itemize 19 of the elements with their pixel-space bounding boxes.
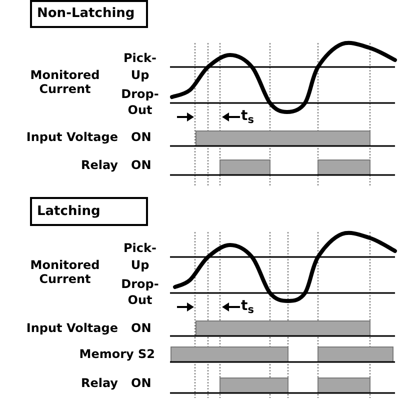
signal-label: Input Voltage [26, 130, 118, 144]
signal-label: Monitored Current [29, 68, 101, 96]
state-label: ON [131, 130, 152, 144]
signal-label: Monitored Current [29, 258, 101, 286]
signal-label: Relay [80, 158, 118, 172]
signal-label: Memory S2 [79, 347, 155, 361]
section-title-box: Non-Latching [30, 0, 148, 28]
threshold-label: Pick-Up [122, 240, 158, 274]
signal-label: Input Voltage [26, 321, 118, 335]
threshold-label: Drop-Out [120, 86, 160, 118]
time-label: t$_{s}$ [241, 108, 254, 124]
signal-label: Relay [80, 376, 118, 390]
time-label: t$_{s}$ [241, 298, 254, 314]
section-title-box: Latching [30, 197, 148, 226]
threshold-label: Drop-Out [120, 276, 160, 308]
state-label: ON [131, 321, 152, 335]
state-label: ON [131, 158, 152, 172]
state-label: ON [131, 376, 152, 390]
threshold-label: Pick-Up [122, 50, 158, 84]
